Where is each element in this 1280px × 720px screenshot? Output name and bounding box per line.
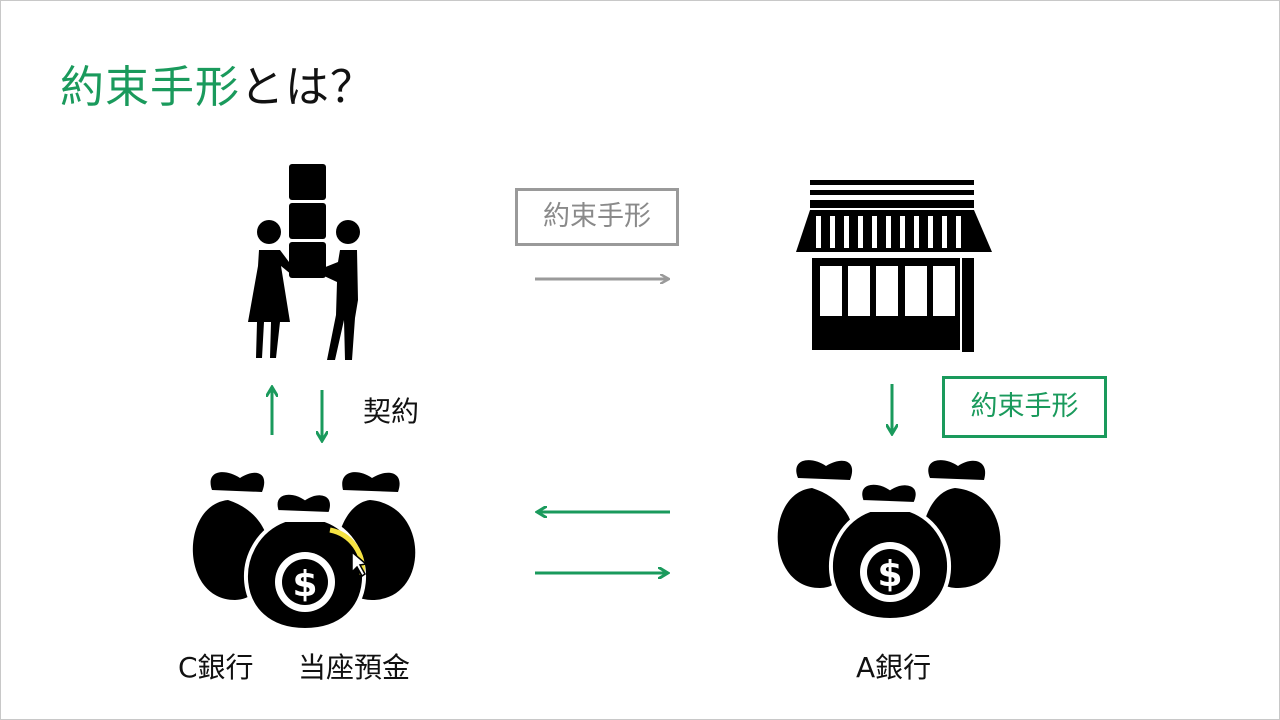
title-rest: とは？ — [240, 62, 375, 113]
dollar-a-text: $ — [877, 554, 902, 595]
bank-a-label: A銀行 — [856, 651, 932, 684]
promissory-note-box-right: 約束手形 — [942, 376, 1107, 438]
slide-title: 約束手形とは？ — [60, 58, 375, 118]
contract-label: 契約 — [363, 395, 420, 428]
money-bags-a-icon — [777, 460, 1001, 623]
people-carrying-boxes-icon — [248, 164, 360, 360]
bank-c-label: C銀行 — [178, 651, 254, 684]
money-bags-c-icon — [192, 472, 416, 633]
store-icon — [796, 180, 992, 352]
mouse-cursor-icon — [351, 550, 368, 578]
deposit-label: 当座預金 — [298, 651, 411, 684]
dollar-c-text: $ — [292, 564, 317, 605]
title-highlight: 約束手形 — [60, 62, 240, 113]
promissory-note-box-top: 約束手形 — [515, 188, 679, 246]
